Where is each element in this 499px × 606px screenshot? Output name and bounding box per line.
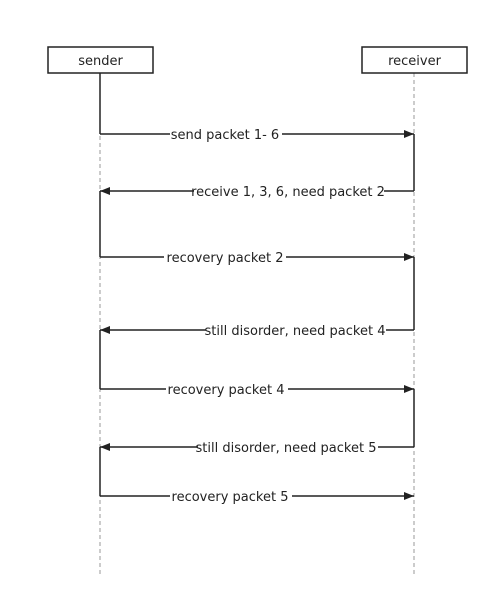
message-7: recovery packet 5 bbox=[100, 488, 414, 505]
message-4: still disorder, need packet 4 bbox=[100, 322, 414, 339]
message-label: still disorder, need packet 4 bbox=[205, 324, 386, 339]
message-label: recovery packet 2 bbox=[167, 251, 284, 266]
message-5: recovery packet 4 bbox=[100, 381, 414, 398]
participant-sender: sender bbox=[47, 46, 154, 74]
message-label: recovery packet 4 bbox=[168, 383, 285, 398]
message-label-bg bbox=[198, 439, 378, 455]
sender-label: sender bbox=[78, 54, 123, 69]
message-2: receive 1, 3, 6, need packet 2 bbox=[100, 183, 414, 200]
message-label-bg bbox=[164, 249, 286, 265]
message-label: recovery packet 5 bbox=[172, 490, 289, 505]
message-label-bg bbox=[170, 126, 282, 142]
flow-connectors bbox=[99, 73, 415, 496]
message-3: recovery packet 2 bbox=[100, 249, 414, 266]
message-1: send packet 1- 6 bbox=[100, 126, 414, 143]
receiver-label: receiver bbox=[388, 54, 442, 69]
message-label: receive 1, 3, 6, need packet 2 bbox=[191, 185, 385, 200]
message-label-bg bbox=[206, 322, 386, 338]
receiver-box bbox=[361, 46, 468, 74]
message-label-bg bbox=[170, 488, 292, 504]
message-label-bg bbox=[194, 183, 384, 199]
participant-receiver: receiver bbox=[361, 46, 468, 74]
message-label-bg bbox=[166, 381, 288, 397]
message-6: still disorder, need packet 5 bbox=[100, 439, 414, 456]
message-label: still disorder, need packet 5 bbox=[196, 441, 377, 456]
sender-box bbox=[47, 46, 154, 74]
message-label: send packet 1- 6 bbox=[171, 128, 279, 143]
